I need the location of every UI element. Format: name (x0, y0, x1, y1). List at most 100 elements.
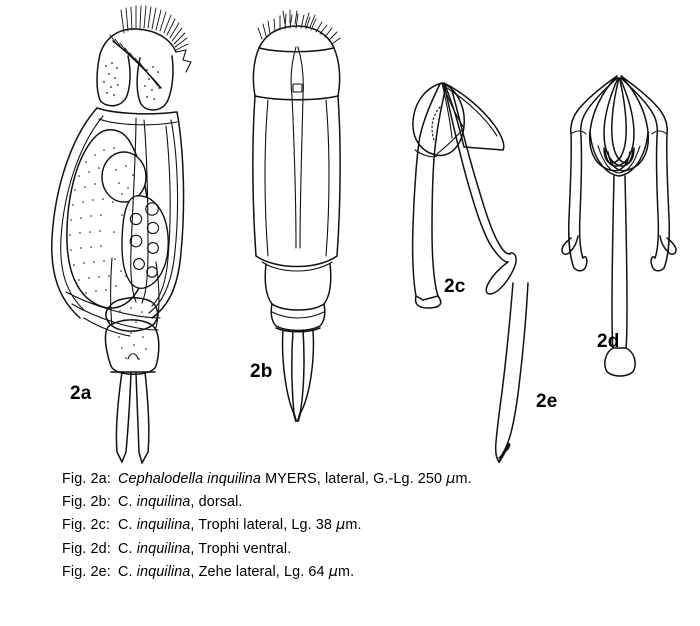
toe-inner-edge-2e (498, 282, 529, 459)
toe-outer-edge-2e (494, 282, 514, 463)
head-dome-2b (258, 25, 335, 49)
figure-label-2a: 2a (70, 383, 92, 404)
caption-label-2a: Fig. 2a: (62, 471, 111, 487)
cilia-band-2a (112, 40, 162, 89)
trunk-side-left-2b (252, 95, 257, 257)
cilia-band-hairs-2a (109, 34, 159, 87)
trunk-posterior-margin-2b (255, 255, 338, 268)
oesophagus-2a (130, 117, 137, 303)
caption-line-2c: Fig. 2c: C. inquilina, Trophi lateral, Lg… (62, 514, 642, 537)
vitellarium-nuclei-2a (129, 202, 160, 278)
toe-left-inner-2a (121, 371, 132, 463)
corona-spine-upper-2a (175, 49, 187, 61)
figure-2e-toe-lateral (494, 282, 529, 464)
toe-right-2b (299, 329, 305, 415)
foot-base-line-2b (275, 327, 321, 333)
lorica-plate-left-2b (264, 99, 269, 257)
fulcrum-joint-2c (414, 149, 438, 158)
manubrium-right-inner-2d (620, 77, 660, 259)
toe-tip-2e (497, 442, 511, 464)
head-side-right-2b (333, 47, 341, 97)
pedal-strand-left-2a (109, 257, 113, 327)
manubrium-inner-2c (450, 86, 511, 255)
fulcrum-right-edge-2d (624, 175, 628, 349)
caption-species-2b: inquilina (136, 494, 191, 511)
manubrium-left-hook-2d (561, 235, 579, 255)
caption-species-2d: inquilina (136, 540, 191, 557)
caption-genus-plain-2c: C. (118, 517, 137, 534)
toe-tip-2b (292, 412, 302, 423)
toe-base-notch-2a (127, 353, 139, 360)
caption-rest-2e: , Zehe lateral, Lg. 64 (190, 563, 329, 580)
figure-label-2e: 2e (536, 391, 558, 412)
gastric-gland-stipple-2a (115, 165, 134, 195)
head-trunk-joint-2b (254, 95, 339, 101)
caption-genus-plain-2b: C. (118, 494, 137, 511)
corona-spine-lower-2a (182, 59, 192, 73)
head-side-left-2b (252, 47, 260, 97)
lorica-plate-right-2b (325, 99, 330, 257)
rami-basal-arc-2d (589, 131, 649, 177)
caption-unit-tail-2c: m. (345, 517, 362, 534)
caption-label-2d: Fig. 2d: (62, 540, 111, 557)
lorica-inner-left-2a (60, 115, 104, 311)
caption-label-2e: Fig. 2e: (62, 563, 111, 580)
dorsal-sulcus-left-2b (290, 46, 297, 249)
uncus-right-2d (603, 77, 627, 164)
caption-genus-plain-2e: C. (118, 563, 137, 580)
vitellarium-2a (121, 195, 169, 289)
caption-line-2b: Fig. 2b:C. inquilina, dorsal. (62, 491, 642, 514)
manubrium-right-tip-2d (650, 255, 665, 272)
neck-fold-inner-2a (98, 118, 178, 126)
toe-right-inner-2a (141, 371, 150, 464)
lateral-strand-2a (151, 125, 171, 307)
gastric-gland-2a (101, 151, 147, 203)
ramus-2c (412, 82, 465, 157)
head-lobe-right-2a (136, 55, 174, 111)
fulcrum-outer-2c (411, 83, 441, 301)
caption-species-2c: inquilina (136, 517, 191, 534)
body-fold-b-2a (71, 303, 159, 331)
collar-line-2b (258, 47, 335, 53)
fulcrum-foot-2d (604, 347, 636, 377)
caption-species-2e: inquilina (136, 563, 191, 580)
corona-cilia-2b (257, 9, 341, 45)
foot-segment-2-2b (270, 303, 326, 332)
caption-line-2e: Fig. 2e: C. inquilina, Zehe lateral, Lg. … (62, 561, 642, 584)
manubrium-right-joint-2d (651, 130, 668, 135)
caption-rest-2d: , Trophi ventral. (190, 540, 292, 557)
toe-left-2a (115, 371, 123, 463)
toe-left-inner-2b (291, 329, 295, 415)
caption-label-2c: Fig. 2c: (62, 517, 110, 534)
gut-strand-2a (141, 119, 149, 304)
manubrium-hook-2c (485, 252, 517, 295)
trunk-posterior-margin-inner-2b (261, 261, 333, 272)
foot-joint-upper-2a (105, 297, 159, 332)
apex-strut-3-2c (436, 129, 463, 155)
fulcrum-inner-2c (422, 85, 447, 301)
dorsal-sulcus-right-2b (297, 46, 304, 249)
pedal-strand-right-2a (155, 261, 160, 329)
caption-block: Fig. 2a:Cephalodella inquilina MYERS, la… (62, 468, 642, 584)
uncus-plate-2c (443, 82, 505, 151)
foot-segment-lower-2a (104, 319, 160, 375)
head-lobe-left-2a (96, 53, 131, 107)
caption-species-2a: Cephalodella inquilina (118, 471, 262, 487)
ramus-right-outer-2d (607, 75, 650, 172)
fulcrum-left-edge-2d (611, 175, 615, 349)
toe-tip-notch-2e (502, 444, 511, 453)
rami-basal-arc-inner-2d (597, 145, 641, 174)
toe-left-2b (281, 329, 295, 415)
fulcrum-base-2c (414, 295, 442, 309)
apex-strut-2-2c (441, 82, 453, 139)
caption-rest-2c: , Trophi lateral, Lg. 38 (190, 517, 337, 534)
lorica-outline-right-2a (151, 111, 185, 319)
manubrium-left-joint-2d (570, 130, 587, 135)
head-stipple-2a (103, 62, 160, 100)
figure-2b-dorsal-habitus (252, 9, 341, 423)
figure-2c-trophi-lateral (411, 82, 517, 309)
caption-unit-tail-2e: m. (337, 563, 355, 580)
manubrium-right-hook-2d (659, 235, 677, 255)
